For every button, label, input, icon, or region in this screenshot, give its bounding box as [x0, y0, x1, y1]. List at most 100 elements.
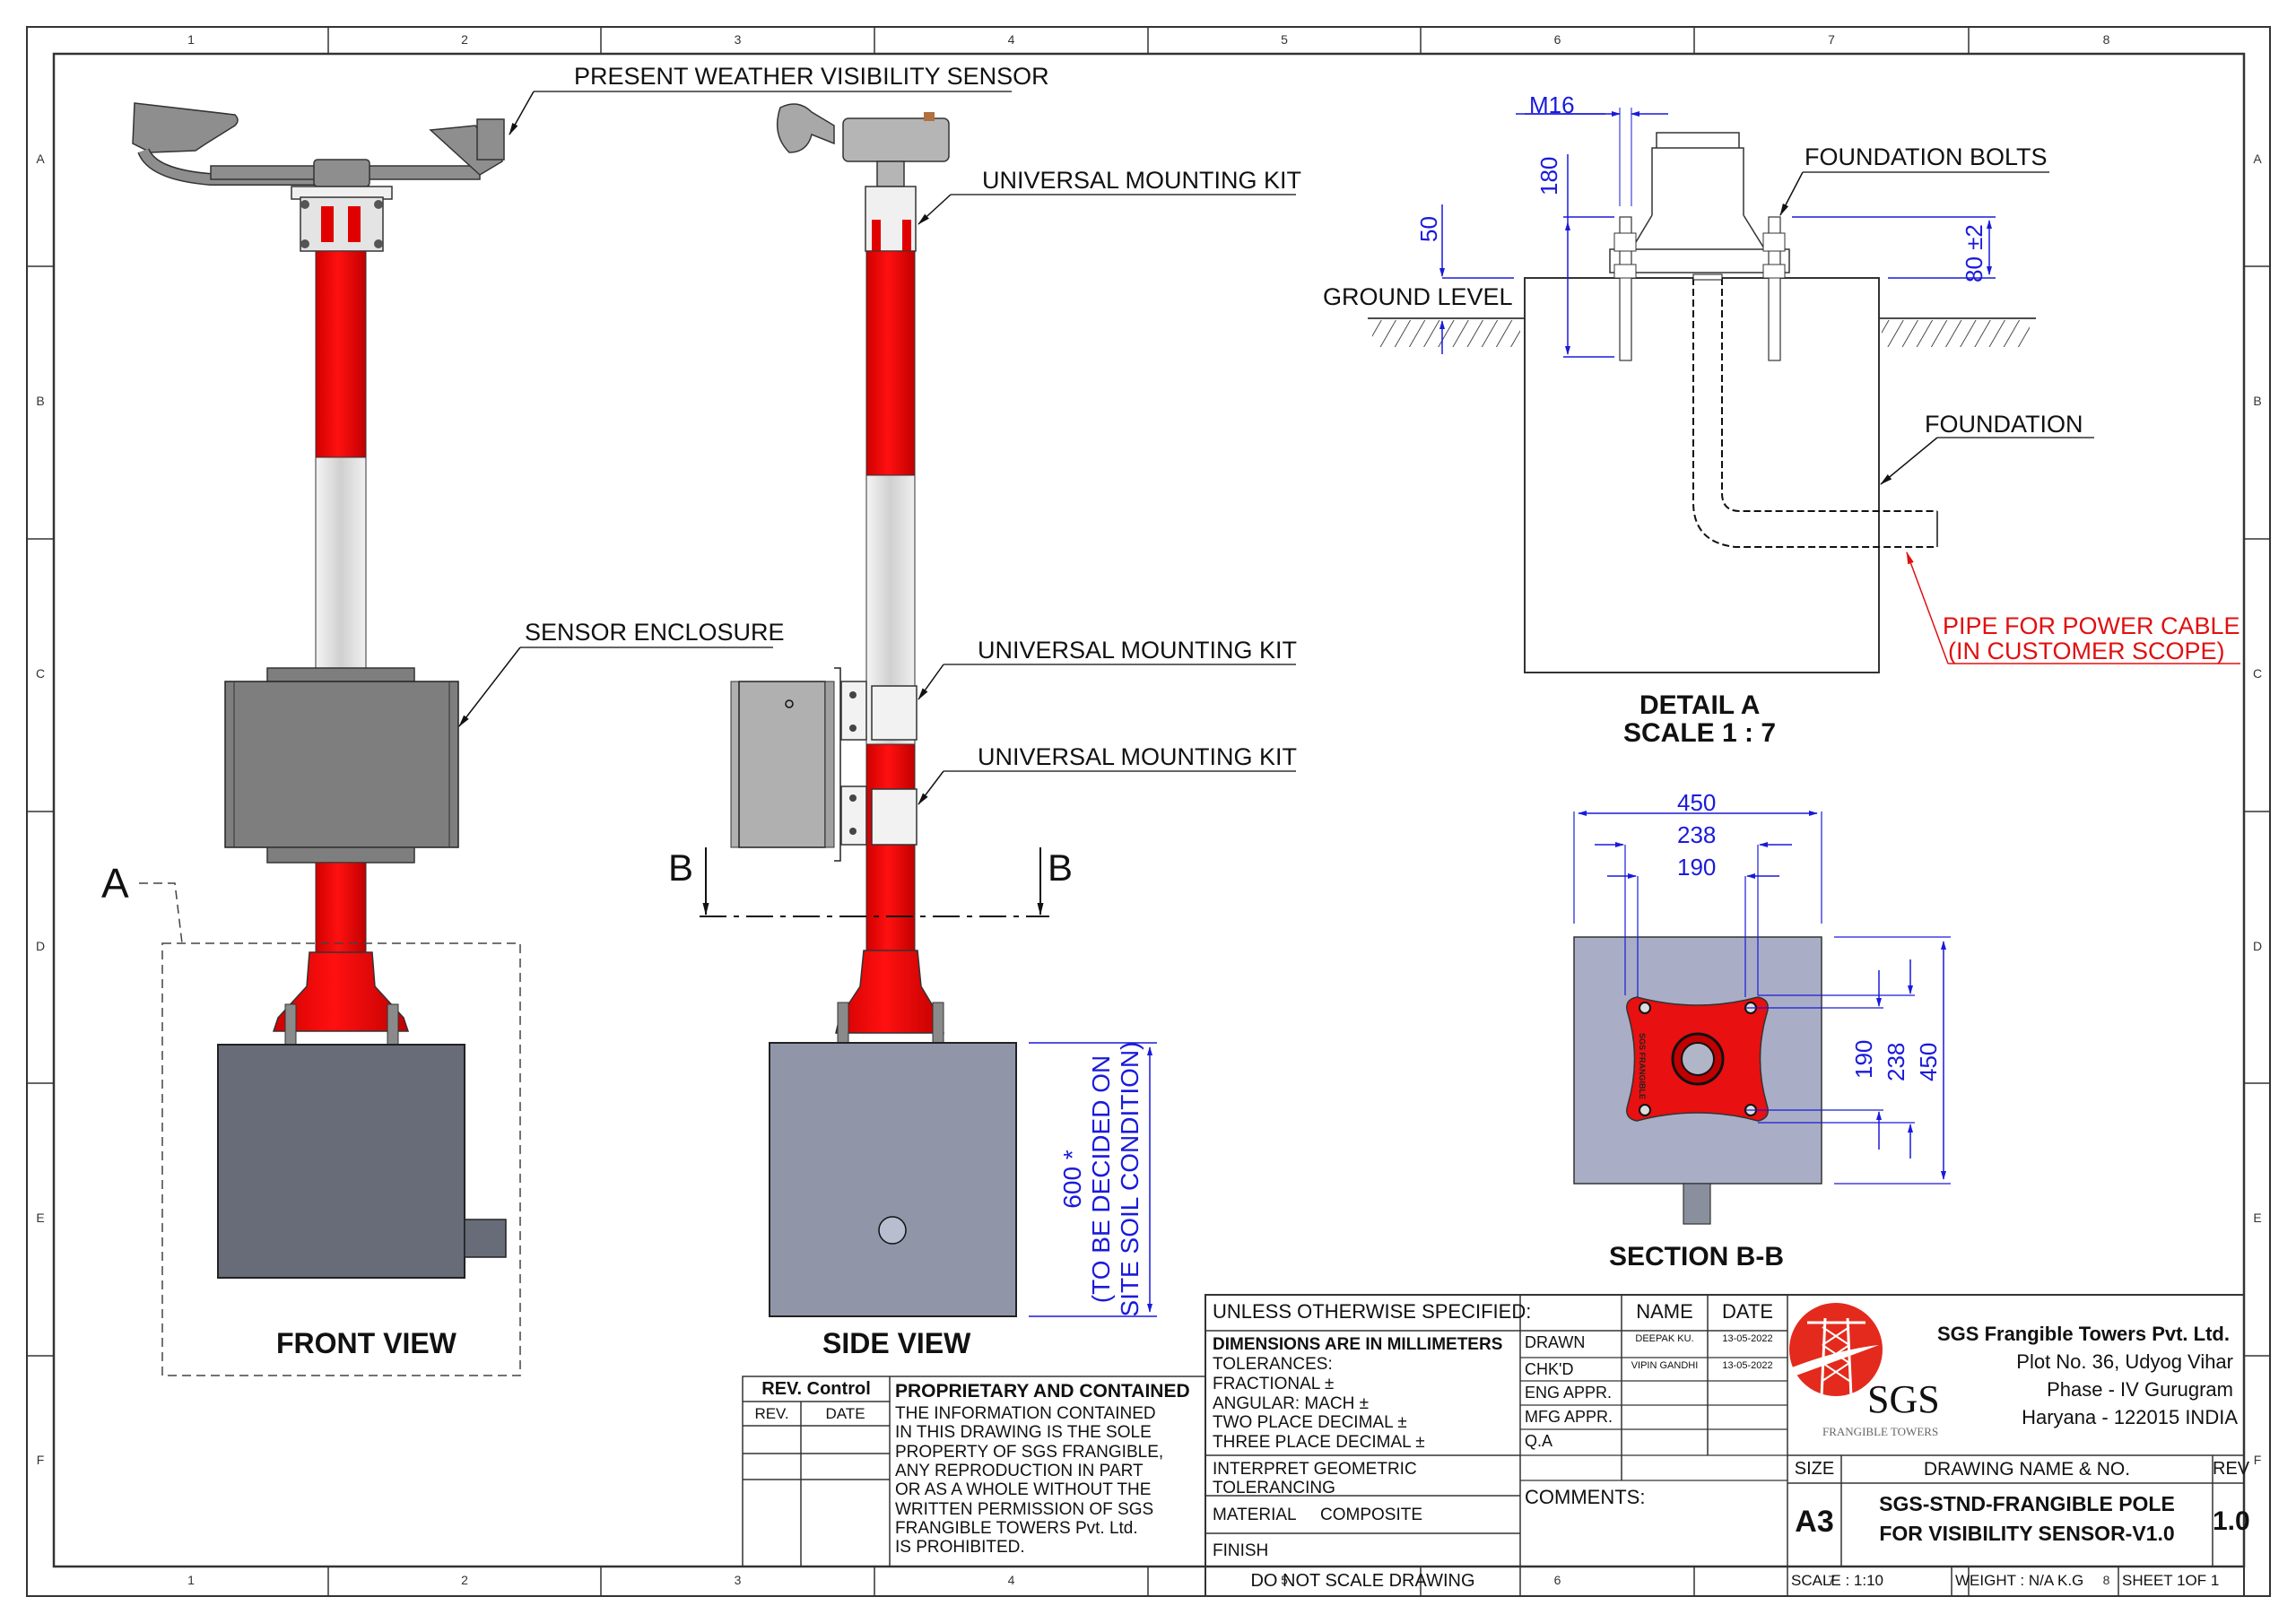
- depth-note-1: (TO BE DECIDED ON: [1087, 1055, 1115, 1304]
- drawing-line-1: SGS-STND-FRANGIBLE POLE: [1879, 1492, 2175, 1515]
- zone-col-bottom: 5: [1281, 1573, 1288, 1587]
- rev-col-header: REV.: [754, 1405, 789, 1422]
- detail-a-marker: A: [101, 860, 129, 907]
- company-name: SGS Frangible Towers Pvt. Ltd.: [1937, 1323, 2230, 1345]
- dim-80: 80 ±2: [1961, 224, 1987, 282]
- dim-v-190: 190: [1850, 1039, 1877, 1079]
- detail-a: [1368, 108, 2240, 673]
- callout-mount-mid: UNIVERSAL MOUNTING KIT: [978, 637, 1298, 664]
- zone-col-top: 1: [187, 32, 195, 47]
- zone-row-right: D: [2252, 938, 2263, 953]
- scale-value: SCALE : 1:10: [1791, 1572, 1884, 1589]
- material-label: MATERIAL: [1213, 1506, 1297, 1524]
- tol-angular: ANGULAR: MACH ±: [1213, 1394, 1370, 1413]
- zone-row-right: C: [2252, 666, 2263, 681]
- callout-sensor: PRESENT WEATHER VISIBILITY SENSOR: [574, 63, 1049, 90]
- dims-mm: DIMENSIONS ARE IN MILLIMETERS: [1213, 1335, 1503, 1354]
- zone-row-right: E: [2253, 1211, 2262, 1225]
- detail-a-title: DETAIL A: [1639, 690, 1761, 720]
- zone-row-left: B: [36, 394, 45, 408]
- zone-row-left: A: [36, 151, 45, 166]
- proprietary-line: THE INFORMATION CONTAINED: [895, 1404, 1156, 1423]
- zone-row-right: A: [2253, 151, 2262, 166]
- approval-role: DRAWN: [1525, 1333, 1586, 1351]
- proprietary-line: OR AS A WHOLE WITHOUT THE: [895, 1480, 1152, 1500]
- approval-date: 13-05-2022: [1722, 1333, 1773, 1344]
- zone-col-top: 7: [1828, 32, 1835, 47]
- approval-role: CHK'D: [1525, 1360, 1574, 1378]
- label-pipe-2: (IN CUSTOMER SCOPE): [1948, 638, 2225, 664]
- sheet-value: SHEET 1OF 1: [2122, 1572, 2220, 1589]
- depth-value: 600 *: [1058, 1150, 1086, 1209]
- zone-col-bottom: 6: [1553, 1573, 1561, 1587]
- sensor-head-left: [132, 102, 239, 153]
- name-header: NAME: [1636, 1300, 1693, 1323]
- tol-three-place: THREE PLACE DECIMAL ±: [1213, 1433, 1425, 1452]
- dim-v-450: 450: [1915, 1042, 1942, 1081]
- address-1: Plot No. 36, Udyog Vihar: [2016, 1350, 2233, 1373]
- mounting-kit-mid: [840, 681, 918, 741]
- zone-col-bottom: 3: [734, 1573, 742, 1587]
- address-2: Phase - IV Gurugram: [2047, 1378, 2233, 1401]
- zone-row-left: F: [36, 1452, 45, 1467]
- proprietary-title: PROPRIETARY AND CONTAINED: [895, 1381, 1190, 1402]
- proprietary-line: WRITTEN PERMISSION OF SGS: [895, 1499, 1154, 1519]
- dim-h-238: 238: [1677, 821, 1717, 848]
- tol-two-place: TWO PLACE DECIMAL ±: [1213, 1413, 1407, 1432]
- drawing-line-2: FOR VISIBILITY SENSOR-V1.0: [1879, 1522, 2175, 1545]
- zone-col-bottom: 2: [461, 1573, 468, 1587]
- date-col-header: DATE: [825, 1405, 865, 1422]
- approval-name: VIPIN GANDHI: [1631, 1360, 1699, 1371]
- dim-v-238: 238: [1883, 1042, 1909, 1081]
- zone-col-bottom: 8: [2102, 1573, 2110, 1587]
- label-ground-level: GROUND LEVEL: [1323, 283, 1513, 310]
- drawing-label: DRAWING NAME & NO.: [1923, 1459, 2131, 1480]
- approval-name: DEEPAK KU.: [1635, 1333, 1694, 1344]
- weight-value: WEIGHT : N/A K.G: [1955, 1572, 2084, 1589]
- zone-col-top: 6: [1553, 32, 1561, 47]
- zone-col-top: 4: [1007, 32, 1015, 47]
- dim-50: 50: [1415, 216, 1442, 242]
- section-marker-left: B: [668, 846, 694, 889]
- unless-specified: UNLESS OTHERWISE SPECIFIED:: [1213, 1300, 1532, 1323]
- approval-role: MFG APPR.: [1525, 1408, 1613, 1426]
- side-view-title: SIDE VIEW: [822, 1327, 971, 1359]
- zone-col-top: 8: [2102, 32, 2110, 47]
- size-label: SIZE: [1794, 1459, 1835, 1479]
- zone-col-bottom: 4: [1007, 1573, 1015, 1587]
- label-pipe-1: PIPE FOR POWER CABLE: [1943, 612, 2240, 639]
- logo-text: SGS: [1867, 1377, 1940, 1421]
- interpret-1: INTERPRET GEOMETRIC: [1213, 1460, 1417, 1479]
- dim-m16: M16: [1529, 91, 1575, 118]
- sgs-logo: [1789, 1303, 1888, 1418]
- front-view-title: FRONT VIEW: [276, 1327, 457, 1359]
- date-header: DATE: [1721, 1300, 1774, 1323]
- zone-col-top: 5: [1281, 32, 1288, 47]
- rev-control-title: REV. Control: [761, 1379, 871, 1399]
- proprietary-line: PROPERTY OF SGS FRANGIBLE,: [895, 1442, 1164, 1462]
- approval-role: Q.A: [1525, 1432, 1553, 1450]
- depth-note-2: SITE SOIL CONDITION): [1116, 1041, 1144, 1317]
- title-block-grid: [742, 1294, 2245, 1597]
- zone-row-left: C: [35, 666, 46, 681]
- dim-180: 180: [1535, 156, 1562, 195]
- side-view: [700, 103, 1296, 1317]
- address-3: Haryana - 122015 INDIA: [2022, 1406, 2238, 1428]
- tolerances: TOLERANCES:: [1213, 1355, 1333, 1374]
- mounting-kit-low: [840, 785, 918, 846]
- zone-col-bottom: 7: [1828, 1573, 1835, 1587]
- label-foundation-bolts: FOUNDATION BOLTS: [1805, 143, 2048, 170]
- zone-row-right: F: [2253, 1452, 2262, 1467]
- logo-sub: FRANGIBLE TOWERS: [1822, 1425, 1939, 1438]
- zone-row-left: E: [36, 1211, 45, 1225]
- proprietary-line: FRANGIBLE TOWERS Pvt. Ltd.: [895, 1518, 1138, 1538]
- section-marker-right: B: [1048, 846, 1074, 889]
- zone-col-top: 2: [461, 32, 468, 47]
- approval-role: ENG APPR.: [1525, 1384, 1613, 1402]
- zone-col-top: 3: [734, 32, 742, 47]
- proprietary-line: ANY REPRODUCTION IN PART: [895, 1461, 1144, 1480]
- callout-mount-top: UNIVERSAL MOUNTING KIT: [982, 167, 1302, 194]
- material-value: COMPOSITE: [1320, 1506, 1423, 1524]
- tol-fractional: FRACTIONAL ±: [1213, 1375, 1335, 1393]
